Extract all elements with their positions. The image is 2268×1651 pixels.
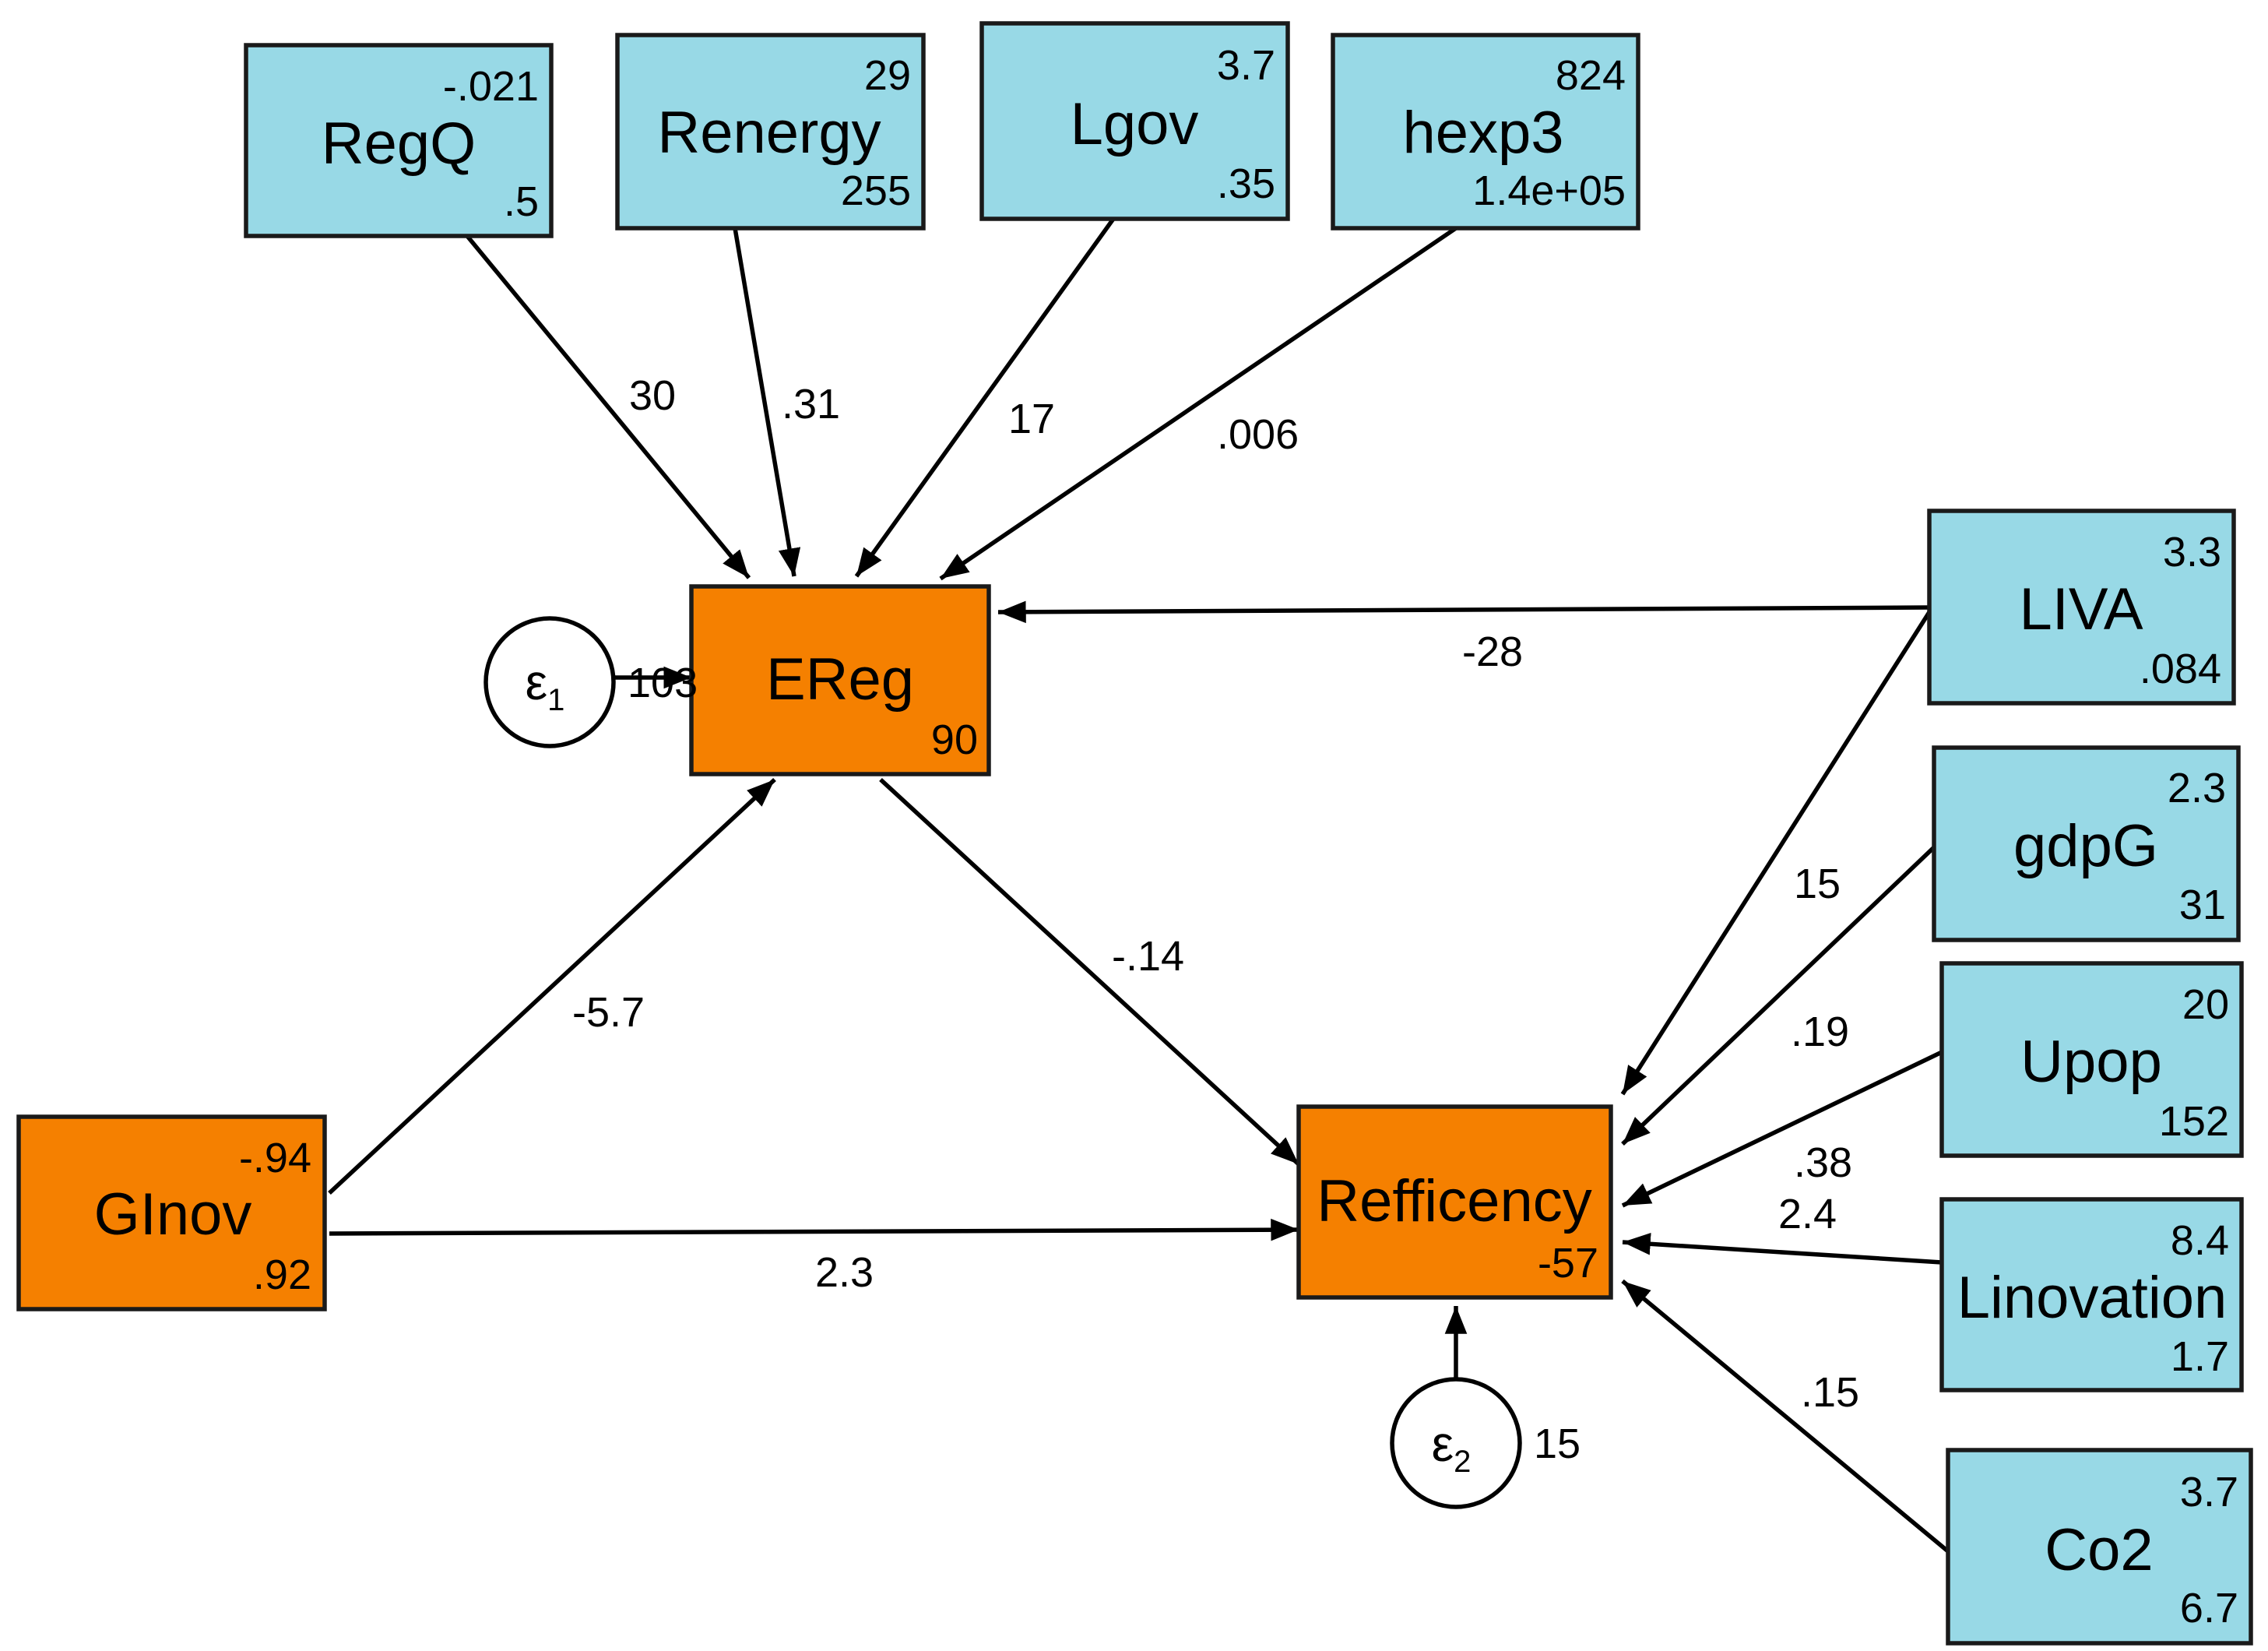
arrow-gdpg-to-refficency [1621,846,1936,1146]
arrow-liva-to-refficency [1620,611,1932,1096]
error-e1-label: ε1 [526,654,565,717]
error-e2-label: ε2 [1432,1416,1472,1479]
node-linovation-box [1939,1197,2244,1392]
coef-co2-refficency: .15 [1801,1369,1859,1416]
node-gdpg-name: gdpG [2013,813,2158,879]
node-upop-mean: 20 [2182,981,2229,1028]
node-liva-mean: 3.3 [2163,529,2221,576]
node-upop-variance: 152 [2159,1098,2229,1145]
node-gdpg-variance: 31 [2179,882,2226,928]
coef-linovation-refficency: 2.4 [1778,1191,1837,1237]
node-hexp3-variance: 1.4e+05 [1472,167,1626,214]
coef-renergy-ereg: .31 [782,381,840,428]
error-e2-circle [1390,1377,1522,1509]
arrow-glnov-to-refficency [329,1218,1299,1241]
node-hexp3-name: hexp3 [1402,100,1563,166]
arrow-hexp3-to-ereg [939,226,1457,581]
node-regq-box [244,43,554,238]
node-renergy-mean: 29 [864,52,911,99]
node-regq: RegQ -.021 .5 [244,43,554,238]
node-lgov-box [979,21,1290,221]
node-refficency-name: Refficency [1317,1168,1591,1234]
node-co2-mean: 3.7 [2180,1469,2238,1515]
error-e1-circle [483,616,616,748]
coef-liva-ereg: -28 [1462,628,1523,675]
node-gdpg: gdpG 2.3 31 [1932,745,2241,942]
node-upop-box [1939,961,2244,1158]
error-e2-variance: 15 [1534,1420,1581,1467]
node-co2-name: Co2 [2045,1517,2153,1583]
node-ereg-box [689,584,991,776]
arrow-regq-to-ereg [465,234,751,579]
node-regq-mean: -.021 [443,63,539,110]
node-upop-name: Upop [2020,1029,2162,1095]
node-ereg: EReg 90 [689,584,991,776]
node-co2: Co2 3.7 6.7 [1946,1448,2253,1646]
node-regq-name: RegQ [322,111,476,177]
node-lgov-name: Lgov [1071,91,1199,157]
node-gdpg-mean: 2.3 [2168,765,2226,811]
node-lgov-mean: 3.7 [1217,42,1275,89]
arrow-lgov-to-ereg [854,217,1116,578]
coef-gdpg-refficency: .19 [1791,1009,1849,1055]
node-liva: LIVA 3.3 .084 [1927,509,2236,706]
coef-lgov-ereg: 17 [1008,396,1055,442]
node-linovation: Linovation 8.4 1.7 [1939,1197,2244,1392]
coef-hexp3-ereg: .006 [1217,411,1299,458]
coef-ereg-refficency: -.14 [1112,933,1184,980]
error-e1: ε1 103 [483,616,698,748]
node-ereg-name: EReg [766,646,914,713]
node-renergy-variance: 255 [841,167,911,214]
coef-liva-refficency: 15 [1794,861,1841,907]
node-glnov-box [16,1114,327,1311]
node-lgov: Lgov 3.7 .35 [979,21,1290,221]
node-glnov-variance: .92 [253,1251,311,1298]
arrow-co2-to-refficency [1621,1279,1950,1554]
node-hexp3-box [1331,33,1640,231]
node-glnov: GInov -.94 .92 [16,1114,327,1311]
node-lgov-variance: .35 [1217,160,1275,207]
node-refficency-intercept: -57 [1538,1240,1598,1287]
node-hexp3-mean: 824 [1556,52,1626,99]
node-regq-variance: .5 [504,178,539,225]
node-linovation-mean: 8.4 [2171,1217,2229,1264]
arrow-ereg-to-refficency [879,777,1300,1167]
node-renergy-name: Renergy [657,100,881,166]
node-co2-variance: 6.7 [2180,1585,2238,1632]
node-linovation-name: Linovation [1957,1265,2228,1331]
node-linovation-variance: 1.7 [2171,1333,2229,1380]
path-arrows [328,217,1950,1554]
node-renergy: Renergy 29 255 [615,33,926,231]
node-glnov-name: GInov [94,1181,252,1248]
node-upop: Upop 20 152 [1939,961,2244,1158]
coef-glnov-refficency: 2.3 [815,1249,874,1296]
node-co2-box [1946,1448,2253,1646]
node-glnov-mean: -.94 [239,1135,311,1181]
node-liva-box [1927,509,2236,706]
node-refficency-box [1296,1104,1613,1300]
arrow-liva-to-ereg [997,600,1930,624]
node-liva-variance: .084 [2140,646,2221,692]
node-refficency: Refficency -57 [1296,1104,1613,1300]
coef-upop-refficency: .38 [1794,1139,1852,1186]
arrow-renergy-to-ereg [733,227,801,577]
coef-regq-ereg: 30 [629,372,676,419]
path-coefficients: 30 .31 17 .006 -28 -5.7 -.14 2.3 15 .19 … [572,372,1859,1416]
coef-glnov-ereg: -5.7 [572,989,645,1036]
error-e2: ε2 15 [1390,1377,1581,1509]
node-hexp3: hexp3 824 1.4e+05 [1331,33,1640,231]
node-liva-name: LIVA [2019,576,2143,642]
node-renergy-box [615,33,926,231]
arrow-glnov-to-ereg [328,777,776,1195]
node-ereg-intercept: 90 [931,716,978,763]
arrow-upop-to-refficency [1621,1050,1943,1208]
error-e1-variance: 103 [628,660,698,706]
node-gdpg-box [1932,745,2241,942]
arrow-linovation-to-refficency [1622,1232,1943,1265]
